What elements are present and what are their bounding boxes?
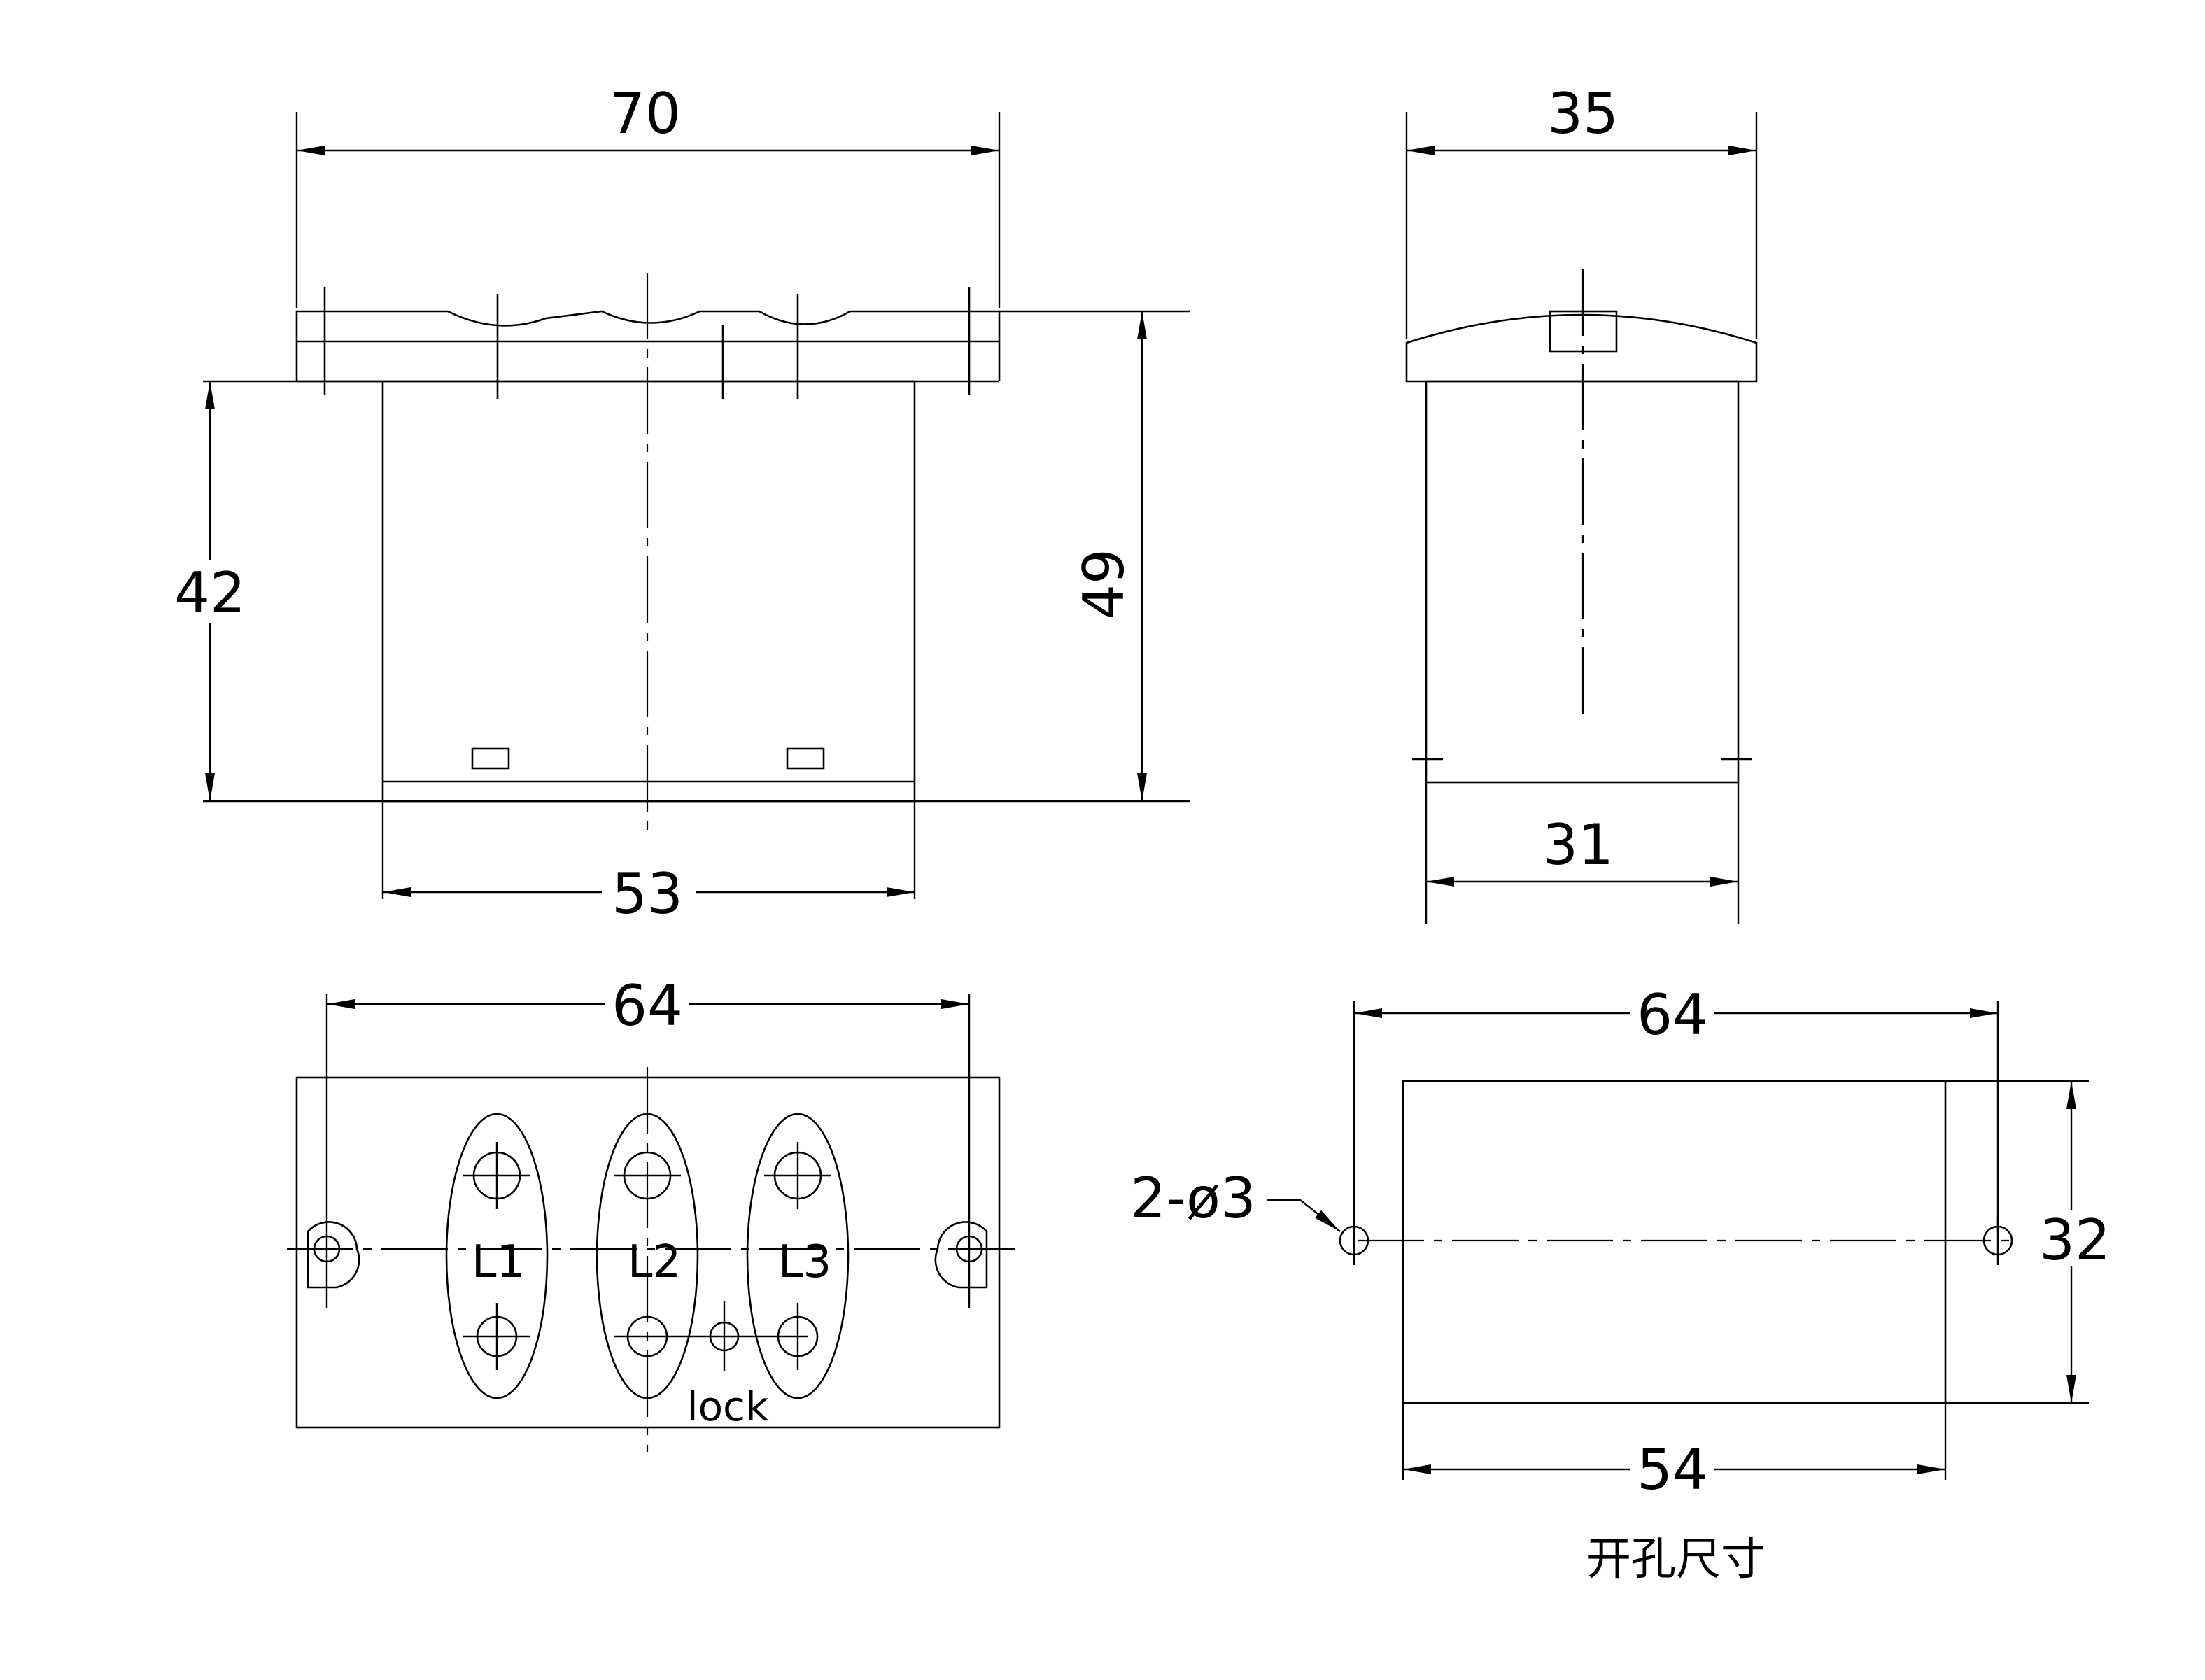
mount-hole-right <box>934 1221 988 1289</box>
dim-side-width-top: 35 <box>1547 81 1619 146</box>
terminal-oval-l1 <box>445 1113 549 1399</box>
terminal-oval-l2 <box>596 1113 699 1399</box>
front-view: 70 42 49 53 <box>168 81 1190 926</box>
terminal-holes <box>463 1142 831 1371</box>
cutout-hole-callout: 2-ø3 <box>1130 1166 1256 1231</box>
front-slot-left <box>471 747 510 770</box>
dim-front-width-bottom: 53 <box>612 861 683 926</box>
dim-cutout-height: 32 <box>2039 1208 2111 1273</box>
lock-label: lock <box>686 1383 768 1430</box>
dim-cutout-hole-spacing: 64 <box>1637 982 1708 1047</box>
front-slot-right <box>786 747 825 770</box>
mount-hole-left <box>307 1221 360 1289</box>
dim-cutout-width: 54 <box>1637 1437 1708 1502</box>
dim-front-height-body: 42 <box>174 560 246 626</box>
dim-top-hole-spacing: 64 <box>612 973 683 1038</box>
terminal-oval-l3 <box>746 1113 850 1399</box>
top-view: L1 L2 L3 lock 64 <box>287 973 1015 1452</box>
side-flange <box>1405 313 1758 383</box>
cutout-view: 64 2-ø3 32 54 开孔尺寸 <box>1130 982 2113 1586</box>
terminal-label-l2: L2 <box>628 1236 681 1288</box>
terminal-label-l3: L3 <box>778 1236 831 1288</box>
cutout-caption: 开孔尺寸 <box>1586 1534 1766 1586</box>
terminal-label-l1: L1 <box>472 1236 525 1288</box>
cutout-rect <box>1402 1080 1947 1404</box>
side-view: 35 31 <box>1405 81 1758 924</box>
dim-front-width-top: 70 <box>610 81 681 146</box>
front-body <box>381 380 916 803</box>
dim-front-height-total: 49 <box>1071 549 1136 620</box>
dim-side-width-bottom: 31 <box>1542 812 1614 877</box>
